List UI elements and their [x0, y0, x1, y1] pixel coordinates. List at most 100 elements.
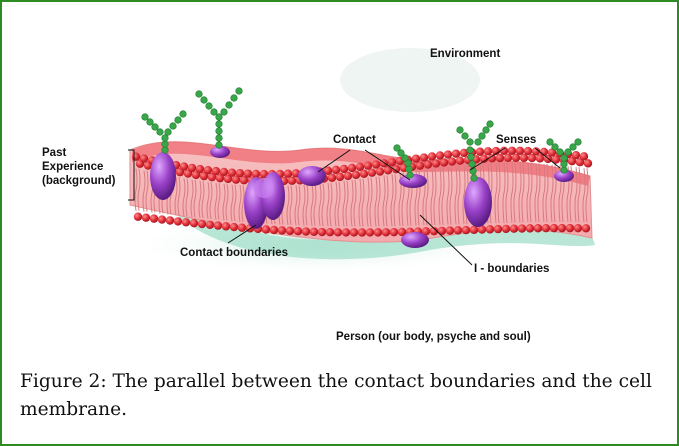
lipid-head [432, 159, 440, 167]
glycan-bead [157, 129, 164, 136]
lipid-head [574, 224, 582, 232]
lipid-head [366, 228, 374, 236]
glycan-bead [570, 144, 577, 151]
glycan-bead [142, 114, 149, 121]
lipid-head [558, 224, 566, 232]
glycan-bead [226, 102, 233, 109]
glycan-bead [467, 139, 474, 146]
glycan-bead [471, 175, 478, 182]
lipid-head [510, 224, 518, 232]
lipid-head [518, 224, 526, 232]
lipid-head [446, 226, 454, 234]
lipid-head [502, 225, 510, 233]
lipid-head [382, 228, 390, 236]
lipid-head [504, 154, 512, 162]
glycan-bead [216, 142, 223, 149]
glycan-bead [575, 139, 582, 146]
protein-bottom [401, 232, 429, 248]
lipid-head [288, 177, 296, 185]
glycan-bead [406, 166, 413, 173]
glycan-bead [487, 121, 494, 128]
lipid-head [448, 157, 456, 165]
glycan-bead [216, 114, 223, 121]
lipid-head [534, 224, 542, 232]
lipid-head [302, 227, 310, 235]
lipid-head [190, 219, 198, 227]
lipid-head [390, 228, 398, 236]
lipid-head [550, 224, 558, 232]
lipid-head [376, 167, 384, 175]
glycan-bead [547, 139, 554, 146]
lipid-head [174, 217, 182, 225]
lipid-head [278, 226, 286, 234]
glycan-bead [236, 88, 243, 95]
lipid-head [198, 220, 206, 228]
glycan-bead [565, 149, 572, 156]
lipid-head [334, 228, 342, 236]
label-senses: Senses [496, 133, 536, 147]
lipid-head [336, 173, 344, 181]
label-person: Person (our body, psyche and soul) [336, 330, 531, 344]
glycan-bead [552, 144, 559, 151]
label-past-experience: Past Experience (background) [42, 146, 115, 188]
lipid-head [326, 228, 334, 236]
lipid-head [462, 226, 470, 234]
lipid-head [582, 224, 590, 232]
lipid-head [352, 171, 360, 179]
lipid-head [496, 154, 504, 162]
lipid-head [584, 159, 592, 167]
lipid-head [440, 158, 448, 166]
lipid-head [134, 213, 142, 221]
lipid-head [456, 157, 464, 165]
glycan-bead [231, 95, 238, 102]
figure-caption: Figure 2: The parallel between the conta… [20, 368, 665, 424]
glycan-bead [561, 155, 568, 162]
glycan-bead [206, 103, 213, 110]
lipid-head [360, 170, 368, 178]
lipid-head [344, 172, 352, 180]
lipid-head [158, 215, 166, 223]
lipid-head [374, 228, 382, 236]
lipid-head [318, 228, 326, 236]
lipid-head [150, 214, 158, 222]
lipid-head [270, 226, 278, 234]
glycan-bead [561, 167, 568, 174]
glycan-bead [170, 123, 177, 130]
glycan-bead [162, 135, 169, 142]
glycan-bead [469, 161, 476, 168]
lipid-head [328, 174, 336, 182]
glycan-bead [216, 128, 223, 135]
glycan-bead [483, 127, 490, 134]
glycan-bead [216, 135, 223, 142]
lipid-head [454, 226, 462, 234]
glycan-bead [162, 147, 169, 154]
lipid-head [286, 227, 294, 235]
lipid-head [214, 221, 222, 229]
glycan-bead [221, 109, 228, 116]
lipid-head [542, 224, 550, 232]
glycan-bead [557, 149, 564, 156]
glycan-bead [211, 109, 218, 116]
label-environment: Environment [430, 47, 500, 61]
lipid-head [142, 213, 150, 221]
lipid-head [424, 160, 432, 168]
glycan-bead [468, 154, 475, 161]
glycan-bead [162, 141, 169, 148]
label-contact: Contact [333, 133, 376, 147]
glycan-bead [479, 133, 486, 140]
protein-past [150, 152, 176, 200]
glycan-bead [467, 147, 474, 154]
glycan-bead [152, 124, 159, 131]
lipid-head [486, 225, 494, 233]
lipid-head [182, 218, 190, 226]
glycan-bead [147, 119, 154, 126]
lipid-head [294, 227, 302, 235]
glycan-bead [457, 127, 464, 134]
label-i-boundaries: I - boundaries [474, 262, 549, 276]
glycan-bead [196, 91, 203, 98]
glycan-bead [407, 172, 414, 179]
glycan-bead [175, 117, 182, 124]
lipid-head [350, 228, 358, 236]
lipid-head [566, 224, 574, 232]
lipid-head [526, 224, 534, 232]
